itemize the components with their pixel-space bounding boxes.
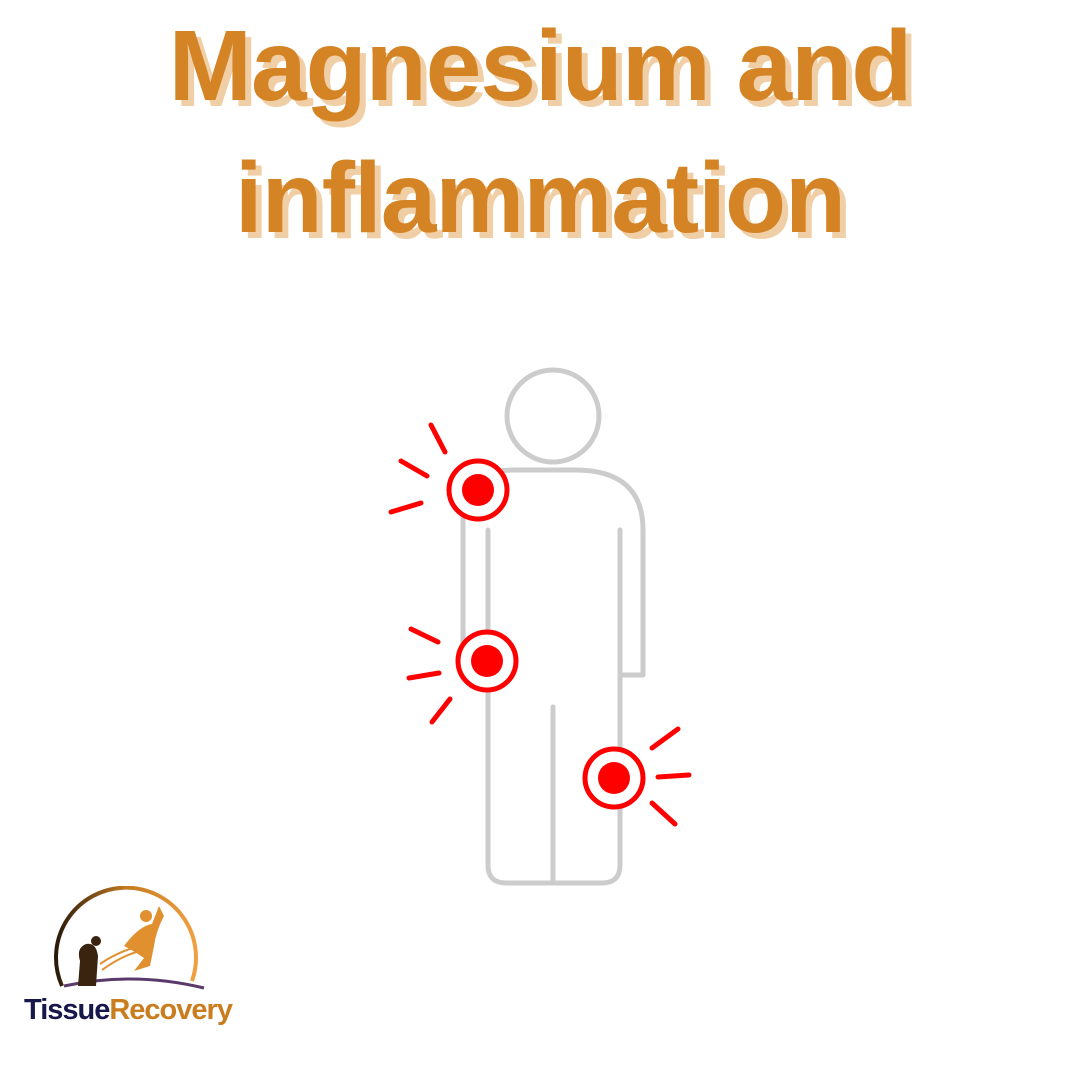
title-line-1: Magnesium and [168, 10, 913, 122]
pain-marker-hip [406, 626, 519, 725]
tissue-recovery-logo: TissueRecovery [24, 885, 233, 1036]
pain-marker-knee [582, 726, 692, 827]
logo-emblem-icon [54, 885, 205, 990]
head [504, 367, 602, 465]
logo-wordmark: TissueRecovery [24, 994, 233, 1027]
page-title: Magnesium and inflammation [0, 0, 1080, 264]
logo-text-recovery: Recovery [109, 994, 233, 1026]
human-figure-icon [460, 367, 646, 886]
pain-marker-shoulder [388, 422, 510, 522]
logo-text-tissue: Tissue [24, 994, 110, 1026]
title-line-2: inflammation [234, 142, 846, 254]
